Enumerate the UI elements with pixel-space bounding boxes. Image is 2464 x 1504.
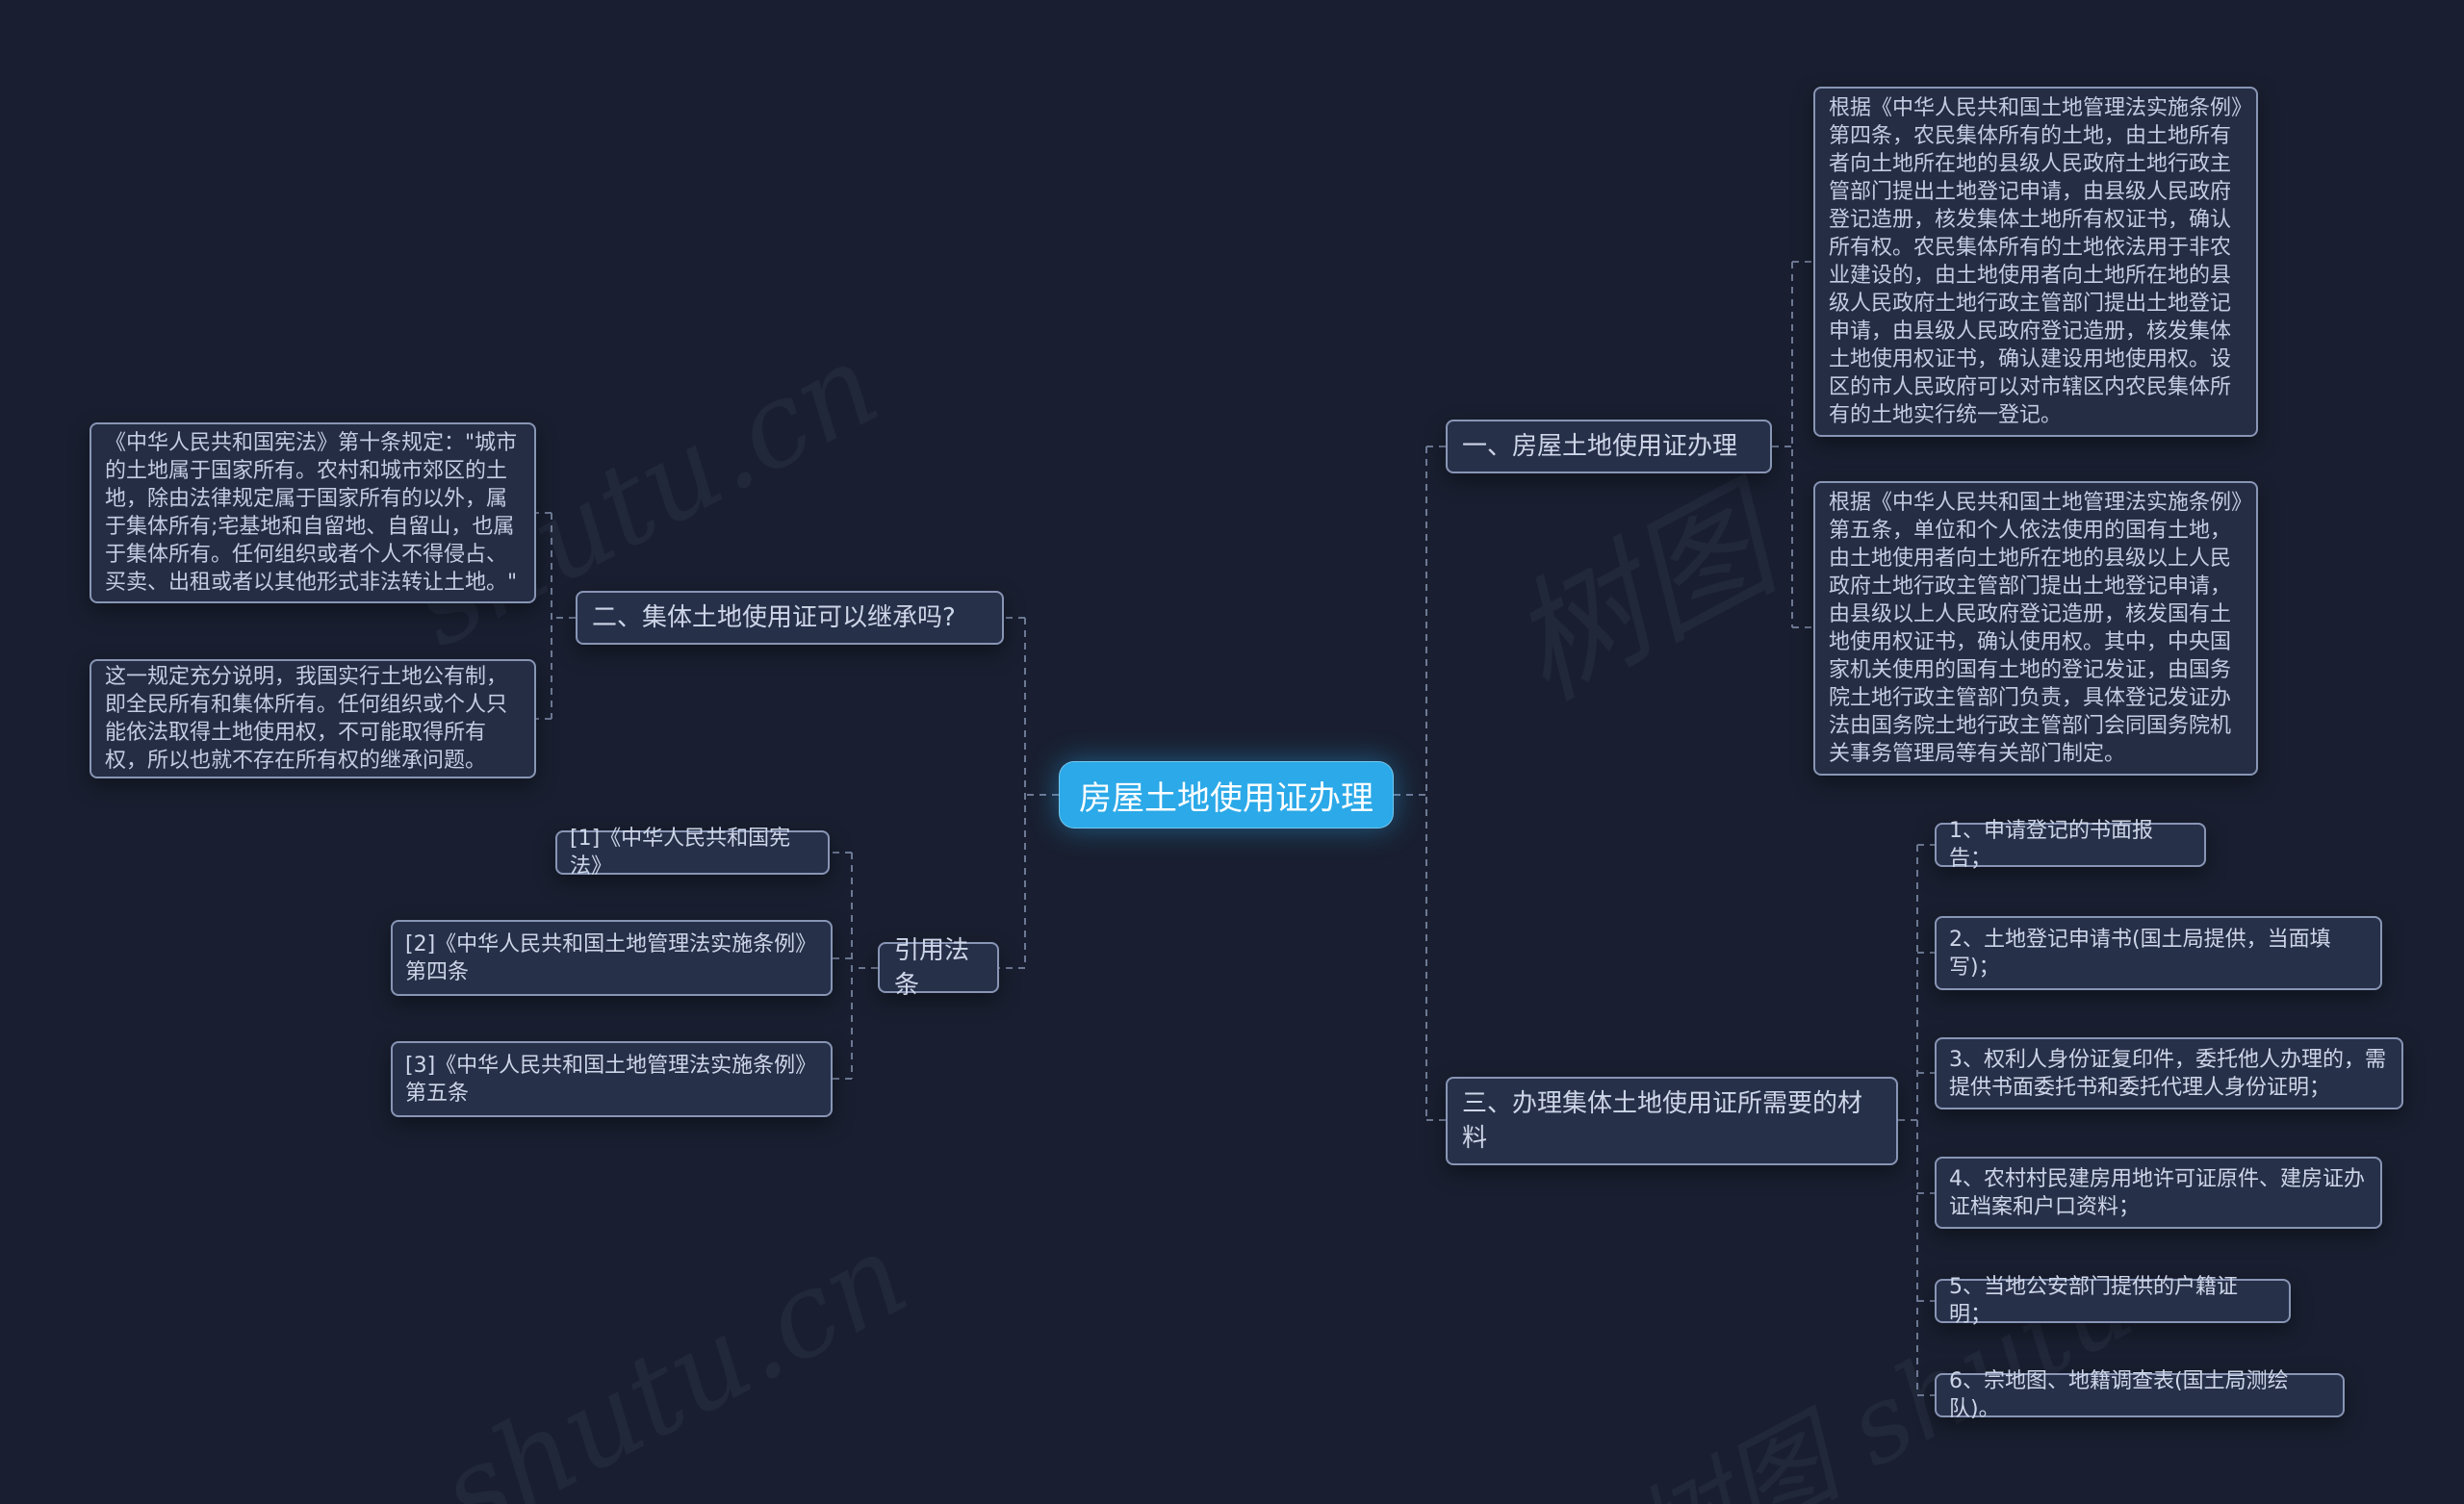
note-analysis[interactable]: 这一规定充分说明，我国实行土地公有制，即全民所有和集体所有。任何组织或个人只能依… [90, 659, 536, 778]
connector-right-trunk [1394, 446, 1446, 1121]
root-node[interactable]: 房屋土地使用证办理 [1059, 761, 1394, 828]
section-node-3[interactable]: 三、办理集体土地使用证所需要的材料 [1446, 1077, 1898, 1165]
connector-branch-section2 [536, 512, 576, 720]
note-regulation-article4[interactable]: 根据《中华人民共和国土地管理法实施条例》第四条，农民集体所有的土地，由土地所有者… [1813, 87, 2258, 437]
material-item-3[interactable]: 3、权利人身份证复印件，委托他人办理的，需提供书面委托书和委托代理人身份证明； [1935, 1037, 2403, 1109]
section-node-2[interactable]: 二、集体土地使用证可以继承吗? [576, 591, 1004, 645]
material-item-1[interactable]: 1、申请登记的书面报告； [1935, 819, 2206, 871]
citations-node[interactable]: 引用法条 [878, 936, 999, 1000]
note-constitution[interactable]: 《中华人民共和国宪法》第十条规定："城市的土地属于国家所有。农村和城市郊区的土地… [90, 422, 536, 603]
material-item-2[interactable]: 2、土地登记申请书(国土局提供，当面填写)； [1935, 916, 2382, 990]
citation-item-3[interactable]: [3]《中华人民共和国土地管理法实施条例》第五条 [391, 1041, 833, 1117]
connector-left-trunk [999, 617, 1059, 969]
material-item-6[interactable]: 6、宗地图、地籍调查表(国土局测绘队)。 [1935, 1369, 2345, 1421]
material-item-4[interactable]: 4、农村村民建房用地许可证原件、建房证办证档案和户口资料； [1935, 1157, 2382, 1229]
connector-branch-section3 [1898, 844, 1935, 1396]
note-regulation-article5[interactable]: 根据《中华人民共和国土地管理法实施条例》第五条，单位和个人依法使用的国有土地，由… [1813, 481, 2258, 776]
connector-branch-section1 [1772, 261, 1813, 628]
material-item-5[interactable]: 5、当地公安部门提供的户籍证明； [1935, 1275, 2291, 1327]
section-node-1[interactable]: 一、房屋土地使用证办理 [1446, 420, 1772, 473]
connector-branch-citations [830, 852, 878, 1080]
citation-item-1[interactable]: [1]《中华人民共和国宪法》 [555, 827, 830, 879]
citation-item-2[interactable]: [2]《中华人民共和国土地管理法实施条例》第四条 [391, 920, 833, 996]
